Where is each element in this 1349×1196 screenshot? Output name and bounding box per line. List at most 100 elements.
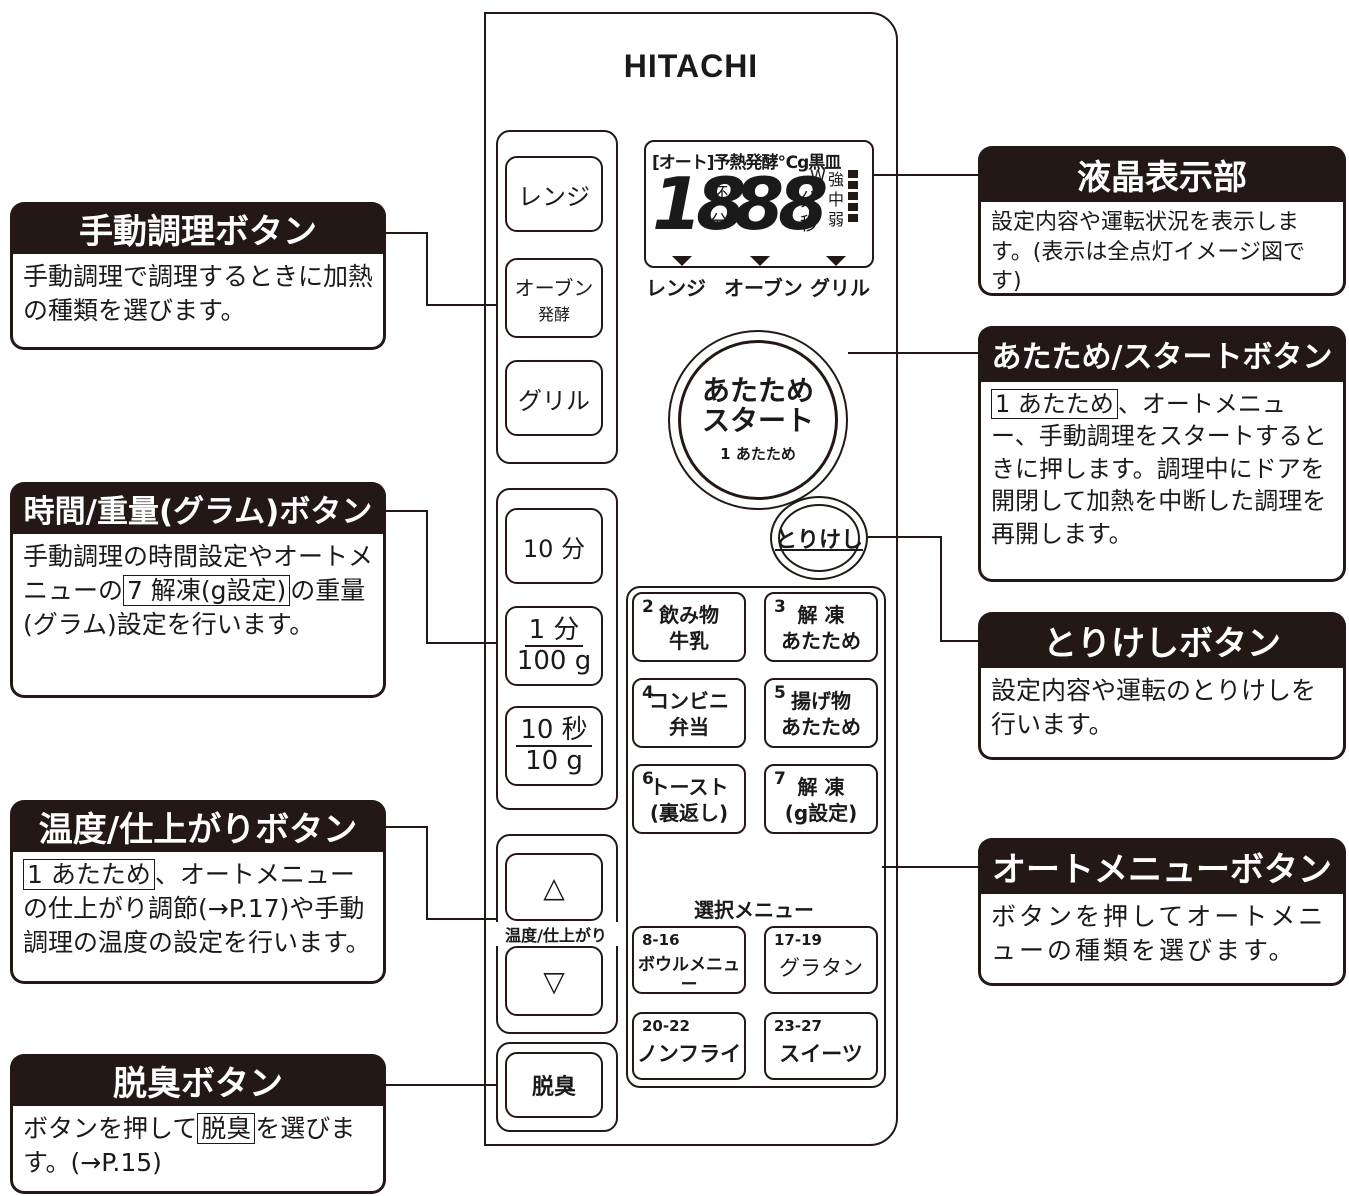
auto-menu-line2: あたため <box>781 629 861 653</box>
callout-deodor: 脱臭ボタン ボタンを押して脱臭を選びます。(→P.15) <box>10 1054 386 1194</box>
leader-time-h2 <box>426 642 496 644</box>
auto-menu-line1: 解 凍 <box>797 603 845 627</box>
temp-down-button[interactable]: ▽ <box>505 946 603 1016</box>
leader-deodor <box>386 1084 496 1086</box>
callout-cancel-title: とりけしボタン <box>978 612 1346 668</box>
start-line2: スタート <box>701 403 814 437</box>
callout-start-title: あたため/スタートボタン <box>978 326 1346 382</box>
leader-cancel-v <box>940 536 942 642</box>
select-menu-label: ノンフライ <box>636 1042 742 1066</box>
leader-time-v <box>426 510 428 644</box>
callout-lcd-desc: 設定内容や運転状況を表示します。(表示は全点灯イメージ図です) <box>978 202 1346 296</box>
callout-time-text-a: 手動調理の時間設定やオートメニューの <box>23 542 374 605</box>
start-button[interactable]: あたため スタート 1 あたため <box>678 340 838 500</box>
auto-menu-group <box>626 586 886 1088</box>
lcd-mode-oven: オーブン <box>724 276 803 300</box>
select-menu-number: 17-19 <box>774 931 822 949</box>
leader-time <box>386 510 428 512</box>
auto-menu-number: 7 <box>774 769 786 789</box>
auto-menu-number: 6 <box>642 769 654 789</box>
callout-temp-desc: 1 あたため、オートメニューの仕上がり調節(→P.17)や手動調理の温度の設定を… <box>10 852 386 984</box>
callout-lcd-title: 液晶表示部 <box>978 146 1346 202</box>
lcd-big-left: 18 <box>652 162 746 246</box>
lcd-level-bars <box>848 170 858 222</box>
select-menu-label: ボウルメニュー <box>638 955 740 995</box>
callout-lcd: 液晶表示部 設定内容や運転状況を表示します。(表示は全点灯イメージ図です) <box>978 146 1346 296</box>
lcd-mode-range: レンジ <box>646 276 706 300</box>
callout-auto: オートメニューボタン ボタンを押してオートメニューの種類を選びます。 <box>978 838 1346 986</box>
leader-cancel <box>868 536 942 538</box>
callout-start-text-a: 、オートメニュー、手動調理をスタートするときに押します。調理中にドアを開閉して加… <box>991 390 1327 548</box>
oven-label: オーブン <box>514 275 594 300</box>
lcd-level-w: W <box>810 166 826 185</box>
leader-cancel-h2 <box>940 640 978 642</box>
auto-menu-line1: 飲み物 <box>659 603 719 627</box>
callout-temp-title: 温度/仕上がりボタン <box>10 800 386 852</box>
down-triangle-icon: ▽ <box>543 964 565 998</box>
temp-up-button[interactable]: △ <box>505 853 603 921</box>
auto-menu-button[interactable]: 3 解 凍あたため <box>764 592 878 662</box>
leader-manual-h2 <box>426 304 496 306</box>
leader-auto <box>882 866 978 868</box>
lcd-display: [オート]予熱発酵℃g黒皿 18 杯 分 88 分 秒 W 強 中 弱 <box>644 140 874 268</box>
ten-second-label: 10 秒 <box>516 716 592 747</box>
auto-menu-number: 2 <box>642 597 654 617</box>
lcd-level-mid: 中 <box>828 190 845 209</box>
lcd-level-strong: 強 <box>828 170 845 189</box>
lcd-unit-min: 分 <box>710 212 728 233</box>
lcd-unit-min2: 分 <box>800 190 818 211</box>
callout-deodor-title: 脱臭ボタン <box>10 1054 386 1106</box>
time-group <box>496 488 618 810</box>
deodorize-label: 脱臭 <box>531 1075 576 1100</box>
callout-deodor-boxed: 脱臭 <box>197 1113 256 1144</box>
range-button[interactable]: レンジ <box>505 156 603 232</box>
ten-gram-label: 10 g <box>525 746 583 776</box>
auto-menu-line2: あたため <box>781 715 861 739</box>
select-menu-label: グラタン <box>779 956 863 980</box>
select-menu-label: 選択メニュー <box>694 898 814 922</box>
select-menu-number: 23-27 <box>774 1017 822 1035</box>
select-menu-button[interactable]: 17-19 グラタン <box>764 926 878 994</box>
callout-auto-title: オートメニューボタン <box>978 838 1346 894</box>
callout-manual-desc: 手動調理で調理するときに加熱の種類を選びます。 <box>10 254 386 350</box>
auto-menu-number: 4 <box>642 683 654 703</box>
grill-button[interactable]: グリル <box>505 360 603 436</box>
lcd-mode-grill: グリル <box>810 276 870 300</box>
start-button-outer[interactable] <box>668 330 848 510</box>
ten-minute-button[interactable]: 10 分 <box>505 508 603 584</box>
auto-menu-line2: 牛乳 <box>669 629 709 653</box>
brand-logo: HITACHI <box>623 48 759 84</box>
auto-menu-line1: コンビニ <box>649 689 729 713</box>
deodorize-button[interactable]: 脱臭 <box>505 1052 603 1118</box>
callout-temp: 温度/仕上がりボタン 1 あたため、オートメニューの仕上がり調節(→P.17)や… <box>10 800 386 984</box>
callout-time-boxed: 7 解凍(g設定) <box>123 574 291 606</box>
lcd-unit-cup: 杯 <box>710 184 728 205</box>
auto-menu-number: 3 <box>774 597 786 617</box>
callout-manual-title: 手動調理ボタン <box>10 202 386 254</box>
leader-temp-h2 <box>426 918 496 920</box>
oven-sub-label: 発酵 <box>537 304 570 324</box>
cancel-button[interactable]: とりけし <box>770 496 868 580</box>
callout-start: あたため/スタートボタン 1 あたため、オートメニュー、手動調理をスタートすると… <box>978 326 1346 582</box>
up-triangle-icon: △ <box>543 870 565 904</box>
start-line1: あたため <box>701 374 814 408</box>
lcd-level-weak: 弱 <box>828 210 845 229</box>
leader-temp-v <box>426 826 428 920</box>
callout-temp-boxed: 1 あたため <box>23 859 155 890</box>
leader-start <box>848 352 978 354</box>
leader-manual-v <box>426 232 428 306</box>
callout-time-title: 時間/重量(グラム)ボタン <box>10 482 386 534</box>
callout-temp-text-a: 、オートメニューの仕上がり調節(→P.17)や手動調理の温度の設定を行います。 <box>23 860 371 957</box>
oven-button[interactable]: オーブン 発酵 <box>505 258 603 338</box>
